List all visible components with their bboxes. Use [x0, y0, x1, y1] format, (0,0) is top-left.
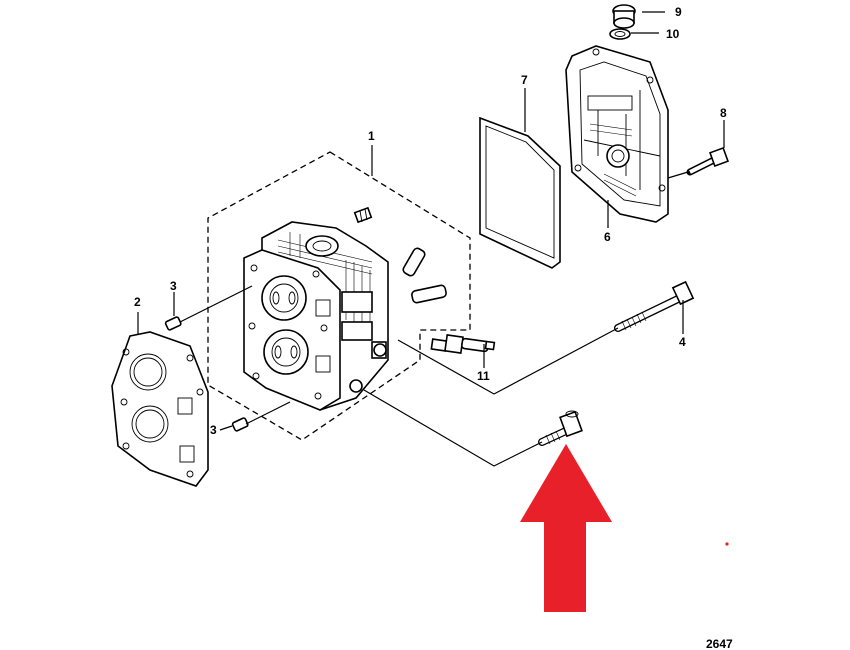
filler-plug [612, 4, 636, 29]
cylinder-head-assembly-boundary [207, 151, 471, 441]
callout-spark-plug: 11 [477, 369, 490, 383]
callout-dowel-pin-upper: 3 [170, 279, 177, 293]
callout-cyl-head: 1 [368, 129, 375, 143]
callout-plug: 9 [675, 5, 682, 19]
callout-cover-gasket: 7 [521, 73, 528, 87]
callout-long-bolt: 4 [679, 335, 686, 349]
spark-plug [430, 334, 496, 354]
head-gasket [111, 331, 209, 487]
guide-sleeve-upper [402, 247, 426, 277]
callout-cover: 6 [604, 230, 611, 244]
callout-dowel-pin-lower: 3 [210, 423, 217, 437]
cover-gasket [479, 116, 561, 269]
callout-plug-washer: 10 [666, 27, 680, 41]
guide-sleeve-small [353, 206, 373, 224]
callout-head-gasket: 2 [134, 295, 141, 309]
cylinder-head-cover [565, 45, 669, 223]
leader-lines [137, 11, 725, 467]
red-dot-mark [725, 542, 729, 546]
cover-bolt [686, 147, 729, 176]
figure-number: 2647 [706, 637, 733, 650]
guide-sleeve-lower [411, 284, 447, 304]
callout-labels: 1 2 3 3 4 6 7 8 9 10 11 [134, 5, 727, 437]
callout-cover-bolt: 8 [720, 106, 727, 120]
plug-washer [609, 28, 631, 40]
cylinder-head [243, 221, 389, 411]
highlight-arrow [520, 444, 612, 612]
long-bolt [614, 280, 695, 332]
dowel-pin-upper [164, 316, 182, 331]
dowel-pin-lower [231, 417, 249, 432]
short-bolt [538, 410, 583, 446]
